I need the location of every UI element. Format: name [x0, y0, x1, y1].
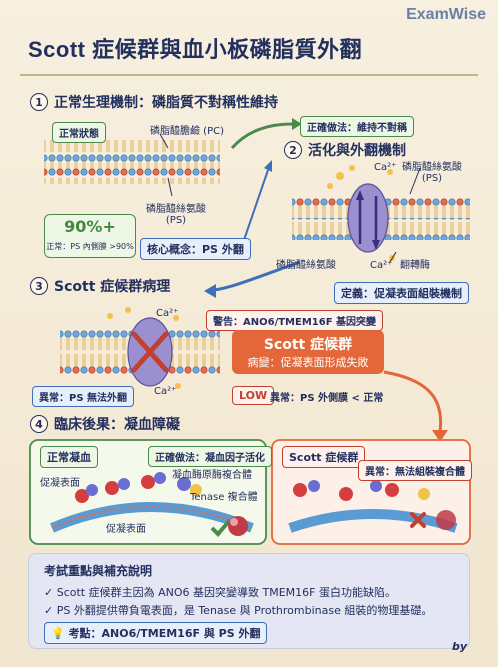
abnormal-ps-tag: 異常：PS 無法外翻 [32, 386, 135, 407]
low-text: 異常：PS 外側膜 < 正常 [270, 393, 384, 404]
section-4-heading: 4 臨床後果：凝血障礙 [30, 414, 180, 434]
warning-tag: 警告：ANO6/TMEM16F 基因突變 [206, 310, 384, 331]
stat-small-text: 正常：PS 內側膜 >90% [46, 242, 134, 251]
section-3-number: 3 [30, 277, 48, 295]
fail-x-icon [410, 512, 426, 528]
stat-card: 90%+ 正常：PS 內側膜 >90% [44, 214, 136, 258]
ca-label-bottom: Ca²⁺ [370, 260, 393, 271]
page-title: Scott 症候群與血小板磷脂質外翻 [28, 37, 363, 62]
section-2-heading: 2 活化與外翻機制 [284, 140, 406, 160]
exam-tip-tag: 💡 考點：ANO6/TMEM16F 與 PS 外翻 [44, 622, 268, 644]
brand-logo: ExamWise [406, 6, 486, 23]
tenase-label: Tenase 複合體 [190, 492, 258, 503]
exam-tip-text: 考點：ANO6/TMEM16F 與 PS 外翻 [68, 627, 261, 640]
arrow-s1-to-s2 [230, 122, 293, 150]
definition-tag: 定義：促凝表面組裝機制 [334, 282, 469, 304]
ca-label-s3-top: Ca²⁺ [156, 308, 179, 319]
membrane-inner-leaflet-normal [44, 162, 220, 184]
ps-label-top: 磷脂醯絲氨酸 (PS) [402, 162, 462, 184]
factor-activation-tag: 正確做法：凝血因子活化 [148, 446, 272, 467]
section-4-title: 臨床後果：凝血障礙 [54, 417, 180, 433]
section-3-title: Scott 症候群病理 [54, 279, 171, 295]
normal-state-tag: 正常狀態 [52, 122, 106, 143]
ca-label-s3-bottom: Ca²⁺ [154, 386, 177, 397]
exam-notes-title: 考試重點與補充說明 [44, 564, 153, 578]
cannot-assemble-tag: 異常：無法組裝複合體 [358, 460, 472, 481]
scramblase-label: 翻轉酶 [400, 260, 430, 271]
scott-syndrome-box: Scott 症候群 病變：促凝表面形成失敗 [232, 330, 384, 374]
block-x-icon [131, 331, 169, 373]
section-1-heading: 1 正常生理機制：磷脂質不對稱性維持 [30, 92, 278, 112]
section-3-heading: 3 Scott 症候群病理 [30, 276, 170, 296]
pc-label: 磷脂醯膽鹼 (PC) [150, 126, 224, 137]
section-2-title: 活化與外翻機制 [308, 143, 406, 159]
title-divider [20, 74, 478, 76]
lightbulb-icon: 💡 [51, 627, 69, 640]
normal-coagulation-title: 正常凝血 [40, 446, 98, 468]
scott-box-title: Scott 症候群 [263, 337, 353, 353]
membrane-outer-leaflet-normal [44, 140, 220, 162]
low-badge: LOW [232, 386, 275, 405]
check-icon [210, 518, 232, 537]
ps-label-bottom: 磷脂醯絲氨酸 [276, 260, 336, 271]
section-1-number: 1 [30, 93, 48, 111]
scott-box-subtitle: 病變：促凝表面形成失敗 [247, 356, 369, 369]
section-1-title: 正常生理機制：磷脂質不對稱性維持 [54, 95, 278, 111]
procoagulant-surface-label-1: 促凝表面 [40, 478, 80, 489]
prothrombinase-label: 凝血酶原酶複合體 [172, 470, 252, 481]
procoagulant-surface-label-2: 促凝表面 [106, 524, 146, 535]
core-concept-tag: 核心概念：PS 外翻 [140, 238, 251, 260]
stat-big-value: 90%+ [64, 217, 116, 236]
author-mark: by [452, 640, 468, 653]
exam-note-2: ✓ PS 外翻提供帶負電表面，是 Tenase 與 Prothrombinase… [44, 604, 433, 617]
exam-note-1: ✓ Scott 症候群主因為 ANO6 基因突變導致 TMEM16F 蛋白功能缺… [44, 586, 396, 599]
ps-label: 磷脂醯絲氨酸 (PS) [146, 204, 206, 226]
section-4-number: 4 [30, 415, 48, 433]
scott-panel-title: Scott 症候群 [282, 446, 366, 468]
scramblase-protein-icon [347, 183, 389, 253]
section-2-number: 2 [284, 141, 302, 159]
maintain-asymmetry-tag: 正確做法：維持不對稱 [300, 116, 414, 137]
ca-label-top: Ca²⁺ [374, 162, 397, 173]
